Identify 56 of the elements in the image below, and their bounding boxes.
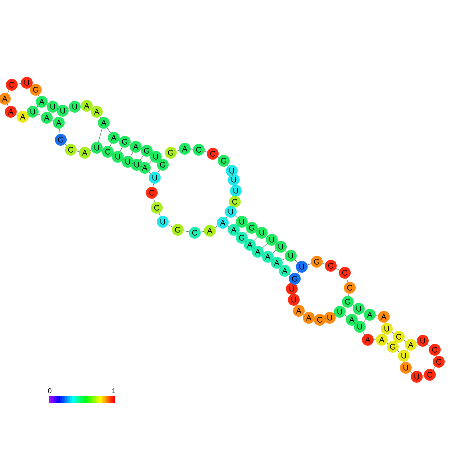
backbone-line — [307, 264, 312, 266]
base-pair-line — [148, 160, 152, 164]
backbone-line — [235, 216, 238, 218]
backbone-line — [148, 172, 152, 174]
base-pair-line — [298, 272, 300, 274]
backbone-line — [362, 332, 366, 336]
base-pair-line — [254, 236, 258, 242]
base-pair-line — [226, 216, 228, 218]
backbone-line — [324, 318, 326, 320]
base-pair-line — [130, 152, 134, 157]
base-pair-line — [120, 147, 123, 152]
backbone-line — [168, 224, 173, 228]
backbone-line — [152, 184, 154, 188]
backbone-line — [428, 344, 430, 347]
backbone-line — [176, 150, 180, 152]
base-pair-line — [282, 258, 286, 261]
base-pair-line — [262, 244, 268, 248]
backbone-line — [392, 332, 394, 334]
backbone-line — [154, 198, 156, 203]
backbone-line — [433, 366, 436, 370]
base-pair-line — [158, 170, 160, 174]
backbone-line — [76, 151, 80, 152]
backbone-line — [404, 340, 406, 342]
backbone-line — [346, 278, 348, 283]
backbone-line — [355, 322, 357, 324]
base-pair-line — [364, 319, 366, 323]
backbone-line — [59, 128, 61, 134]
backbone-line — [253, 248, 255, 250]
backbone-line — [294, 260, 298, 264]
backbone-line — [232, 174, 234, 178]
backbone-line — [159, 213, 161, 217]
backbone-line — [397, 350, 400, 352]
backbone-line — [139, 166, 143, 168]
backbone-line — [38, 114, 42, 116]
base-pair-line — [98, 128, 103, 143]
backbone-line — [204, 151, 208, 153]
backbone-line — [410, 372, 413, 374]
backbone-line — [7, 104, 9, 107]
backbone-line — [344, 315, 348, 317]
base-pair-line — [110, 143, 112, 147]
backbone-line — [190, 149, 194, 150]
backbone-line — [7, 90, 10, 94]
base-pair-line — [36, 106, 38, 108]
base-pair-line — [246, 232, 248, 234]
backbone-line — [107, 128, 111, 134]
backbone-line — [285, 250, 287, 252]
base-pair-line — [140, 156, 144, 160]
backbone-line — [131, 162, 134, 164]
backbone-line — [214, 226, 218, 228]
backbone-line — [322, 263, 326, 265]
backbone-line — [245, 240, 247, 242]
backbone-line — [64, 144, 68, 146]
backbone-line — [348, 294, 350, 296]
backbone-line — [336, 268, 340, 271]
backbone-line — [184, 230, 190, 232]
base-pair-line — [272, 250, 277, 254]
